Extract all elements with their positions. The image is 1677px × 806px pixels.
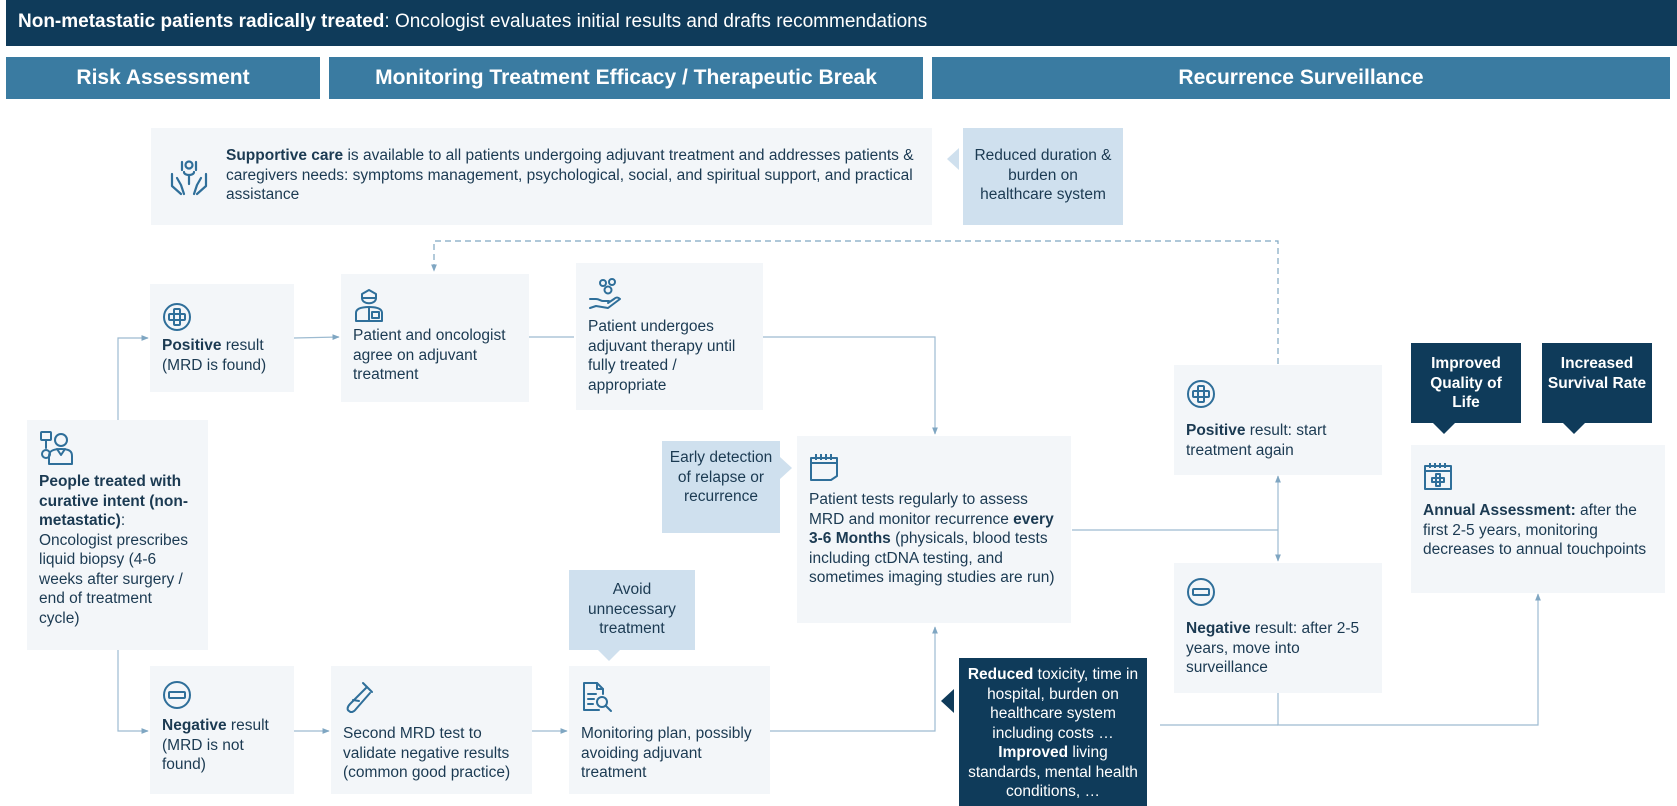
phase-monitoring: Monitoring Treatment Efficacy / Therapeu…: [329, 57, 923, 99]
agree-text: Patient and oncologist agree on adjuvant…: [353, 327, 506, 383]
reduced-duration-callout: Reduced duration & burden on healthcare …: [963, 128, 1123, 225]
phase-recurrence-surveillance: Recurrence Surveillance: [932, 57, 1670, 99]
positive-bold: Positive: [162, 337, 222, 354]
positive-again-bold: Positive: [1186, 422, 1246, 439]
minus-circle-icon: [1186, 577, 1370, 619]
people-treated-text: : Oncologist prescribes liquid biopsy (4…: [39, 512, 189, 627]
agree-treatment-box: Patient and oncologist agree on adjuvant…: [341, 274, 529, 402]
page-title: Non-metastatic patients radically treate…: [6, 0, 1677, 46]
tests-text-1: Patient tests regularly to assess MRD an…: [809, 491, 1028, 528]
test-tube-icon: [343, 680, 520, 724]
annual-bold: Annual Assessment:: [1423, 502, 1576, 519]
callout-pointer: [941, 689, 954, 713]
adjuvant-text: Patient undergoes adjuvant therapy until…: [588, 318, 736, 394]
annual-assessment-box: Annual Assessment: after the first 2-5 y…: [1411, 445, 1665, 593]
monitoring-plan-box: Monitoring plan, possibly avoiding adjuv…: [569, 666, 770, 794]
title-rest: : Oncologist evaluates initial results a…: [384, 11, 928, 32]
oncologist-icon: [353, 288, 517, 326]
callout-pointer: [947, 148, 959, 170]
plus-circle-icon: [162, 302, 282, 331]
annual-text: after the first 2-5 years, monitoring de…: [1423, 502, 1647, 558]
negative-result-box: Negative result (MRD is not found): [150, 666, 294, 794]
improved-text: living standards, mental health conditio…: [968, 744, 1138, 800]
doctor-patient-icon: [39, 430, 196, 472]
improved-quality-callout: Improved Quality of Life: [1411, 343, 1521, 423]
monitoring-plan-text: Monitoring plan, possibly avoiding adjuv…: [581, 725, 752, 781]
plus-circle-icon: [1186, 379, 1370, 421]
title-bold: Non-metastatic patients radically treate…: [18, 11, 385, 32]
supportive-care-text: is available to all patients undergoing …: [226, 147, 914, 203]
tests-text-2: (physicals, blood tests including ctDNA …: [809, 530, 1055, 586]
tests-bold: every 3-6 Months: [809, 510, 1054, 548]
callout-pointer: [1433, 423, 1455, 434]
negative-bold: Negative: [162, 717, 227, 734]
supportive-care-bold: Supportive care: [226, 147, 344, 164]
early-detection-callout: Early detection of relapse or recurrence: [662, 441, 780, 533]
negative-text: result (MRD is not found): [162, 717, 269, 773]
callout-pointer: [598, 650, 620, 661]
document-search-icon: [581, 680, 758, 724]
increased-survival-callout: Increased Survival Rate: [1542, 343, 1652, 423]
negative-surveillance-text: result: after 2-5 years, move into surve…: [1186, 620, 1360, 676]
reduced-toxicity-callout: Reduced toxicity, time in hospital, burd…: [959, 658, 1147, 806]
supportive-care-box: Supportive care is available to all pati…: [151, 128, 932, 225]
calendar-plus-icon: [1423, 461, 1653, 501]
positive-again-box: Positive result: start treatment again: [1174, 365, 1382, 475]
caregiver-hands-icon: [169, 158, 209, 198]
callout-pointer: [780, 457, 792, 479]
people-treated-bold: People treated with curative intent (non…: [39, 473, 188, 529]
hand-pills-icon: [588, 277, 751, 317]
reduced-text: toxicity, time in hospital, burden on he…: [987, 666, 1139, 742]
second-mrd-text: Second MRD test to validate negative res…: [343, 725, 511, 781]
people-treated-box: People treated with curative intent (non…: [27, 420, 208, 650]
minus-circle-icon: [162, 680, 282, 716]
negative-surveillance-box: Negative result: after 2-5 years, move i…: [1174, 563, 1382, 693]
avoid-treatment-callout: Avoid unnecessary treatment: [569, 570, 695, 650]
second-mrd-test-box: Second MRD test to validate negative res…: [331, 666, 532, 794]
adjuvant-therapy-box: Patient undergoes adjuvant therapy until…: [576, 263, 763, 410]
calendar-icon: [809, 452, 1059, 490]
callout-pointer: [1563, 423, 1585, 434]
negative-surveillance-bold: Negative: [1186, 620, 1251, 637]
improved-bold: Improved: [998, 744, 1069, 761]
positive-result-box: Positive result (MRD is found): [150, 284, 294, 392]
positive-again-text: result: start treatment again: [1186, 422, 1327, 459]
positive-text: result (MRD is found): [162, 337, 267, 374]
reduced-bold: Reduced: [967, 666, 1034, 683]
regular-tests-box: Patient tests regularly to assess MRD an…: [797, 436, 1071, 623]
phase-risk-assessment: Risk Assessment: [6, 57, 320, 99]
